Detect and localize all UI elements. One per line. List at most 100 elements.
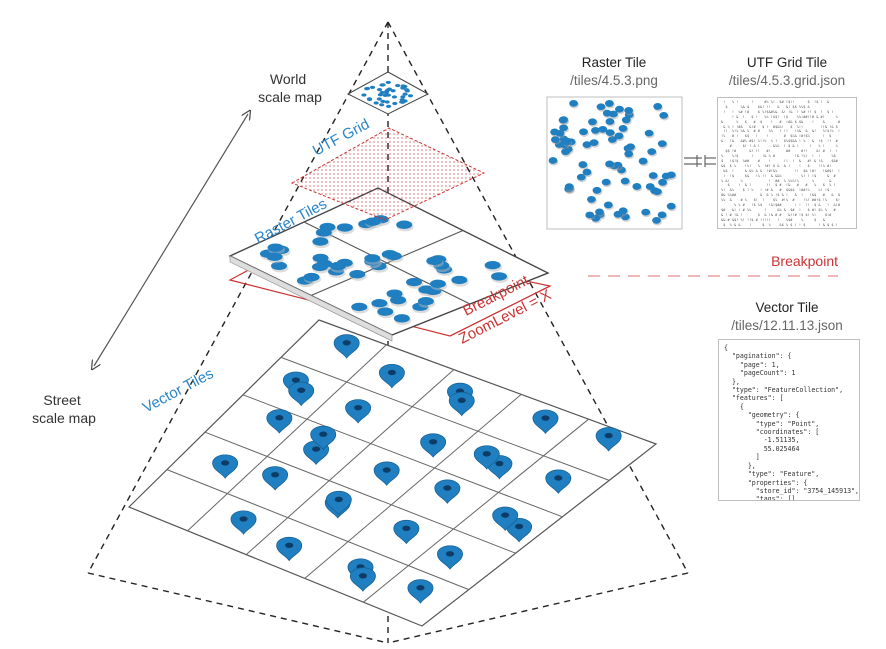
raster-dot xyxy=(349,270,366,279)
world-scale-tile xyxy=(346,71,430,115)
panel-dot xyxy=(620,213,630,221)
panel-dot xyxy=(624,150,634,158)
raster-dot xyxy=(491,272,508,281)
panel-dot xyxy=(603,201,613,209)
raster-tile-title: Raster Tile xyxy=(582,55,647,70)
raster-dot xyxy=(484,260,501,270)
world-scale-label: World scale map xyxy=(258,71,322,105)
panel-dot xyxy=(620,177,630,185)
raster-dot xyxy=(377,307,394,316)
raster-dot xyxy=(385,251,402,261)
world-dot xyxy=(392,101,398,106)
panel-dot xyxy=(666,202,676,210)
world-dot xyxy=(385,80,391,85)
raster-dot xyxy=(364,217,381,226)
map-pin-icon xyxy=(345,399,372,424)
panel-dot xyxy=(657,140,667,148)
vector-grid-line xyxy=(166,469,469,591)
world-dot xyxy=(395,83,401,88)
raster-dot xyxy=(390,295,407,305)
raster-dot xyxy=(393,314,410,323)
raster-dot xyxy=(329,261,346,271)
world-dot xyxy=(390,89,396,93)
panel-dot xyxy=(648,172,658,179)
raster-panel-dots xyxy=(548,99,677,226)
raster-dot xyxy=(303,272,320,282)
panel-dot xyxy=(666,171,676,179)
map-pin-icon xyxy=(506,518,533,543)
panel-dot xyxy=(582,168,592,176)
world-dot xyxy=(400,86,406,90)
panel-dot xyxy=(647,148,657,156)
panel-dot xyxy=(579,128,588,136)
world-dot xyxy=(407,94,414,98)
raster-dot xyxy=(396,220,413,229)
panel-dot xyxy=(614,132,624,140)
panel-dot xyxy=(644,129,654,137)
panel-dot xyxy=(618,125,628,132)
panel-dot xyxy=(604,100,614,107)
vector-grid-line xyxy=(187,344,387,532)
vector-pins xyxy=(212,334,622,604)
raster-dots xyxy=(259,215,509,325)
raster-dot xyxy=(451,275,468,285)
map-pin-icon xyxy=(448,391,475,417)
raster-dot xyxy=(406,277,423,287)
world-dot xyxy=(402,92,408,96)
map-pin-icon xyxy=(276,536,303,562)
panel-dot xyxy=(609,110,618,118)
world-dots xyxy=(361,80,414,108)
map-pin-icon xyxy=(230,510,257,535)
map-pin-icon xyxy=(325,490,352,516)
panel-dot xyxy=(569,99,578,107)
panel-dot xyxy=(632,183,642,190)
world-dot xyxy=(369,85,376,90)
map-pin-icon xyxy=(420,433,447,458)
world-dot xyxy=(361,93,367,97)
utf-grid-text: ! % ! ! #% %! $# !$!! $ !$ ! & $ %& $ $&… xyxy=(721,100,840,227)
panel-dot xyxy=(615,105,624,113)
vector-json-text: { "pagination": { "page": 1, "pageCount"… xyxy=(724,344,859,501)
map-pin-icon xyxy=(393,519,420,545)
panel-dot xyxy=(564,183,574,191)
vector-grid-line xyxy=(242,394,563,518)
vector-grid-line xyxy=(245,369,455,555)
vector-grid-line xyxy=(204,431,516,554)
panel-dot xyxy=(596,103,606,111)
utf-tile-path: /tiles/4.5.3.grid.json xyxy=(729,73,845,88)
map-pin-icon xyxy=(407,579,434,604)
utf-grid-tile-panel: ! % ! ! #% %! $# !$!! $ !$ ! & $ %& $ $&… xyxy=(717,97,857,229)
world-dot xyxy=(383,90,389,95)
vector-grid-line xyxy=(304,394,522,579)
panel-dot xyxy=(605,118,615,125)
world-dot xyxy=(364,86,371,91)
vector-tile-panel: { "pagination": { "page": 1, "pageCount"… xyxy=(718,339,860,501)
world-dot xyxy=(376,87,383,92)
panel-dot xyxy=(641,208,651,216)
map-pin-icon xyxy=(378,364,405,389)
panel-dot xyxy=(548,157,558,164)
breakpoint-legend-label: Breakpoint xyxy=(771,253,838,269)
panel-dot xyxy=(559,124,568,132)
panel-dot xyxy=(658,178,667,186)
map-pin-icon xyxy=(532,409,559,434)
world-dot xyxy=(400,100,406,104)
map-pin-icon xyxy=(434,479,461,504)
panel-dot xyxy=(601,178,611,186)
raster-dot xyxy=(315,228,332,237)
panel-dot xyxy=(592,186,602,194)
street-scale-label: Street scale map xyxy=(32,392,96,426)
panel-dot xyxy=(652,188,662,196)
world-dot xyxy=(373,101,379,105)
panel-dot xyxy=(582,141,592,149)
world-dot xyxy=(385,88,391,92)
panel-dot xyxy=(621,116,631,124)
raster-dot xyxy=(371,299,388,308)
raster-dot xyxy=(311,262,328,272)
panel-dot xyxy=(624,107,634,114)
panel-dot xyxy=(595,208,604,216)
panel-dot xyxy=(653,103,663,110)
raster-dot xyxy=(267,243,284,252)
panel-dot xyxy=(652,216,661,224)
map-pin-icon xyxy=(473,445,500,470)
